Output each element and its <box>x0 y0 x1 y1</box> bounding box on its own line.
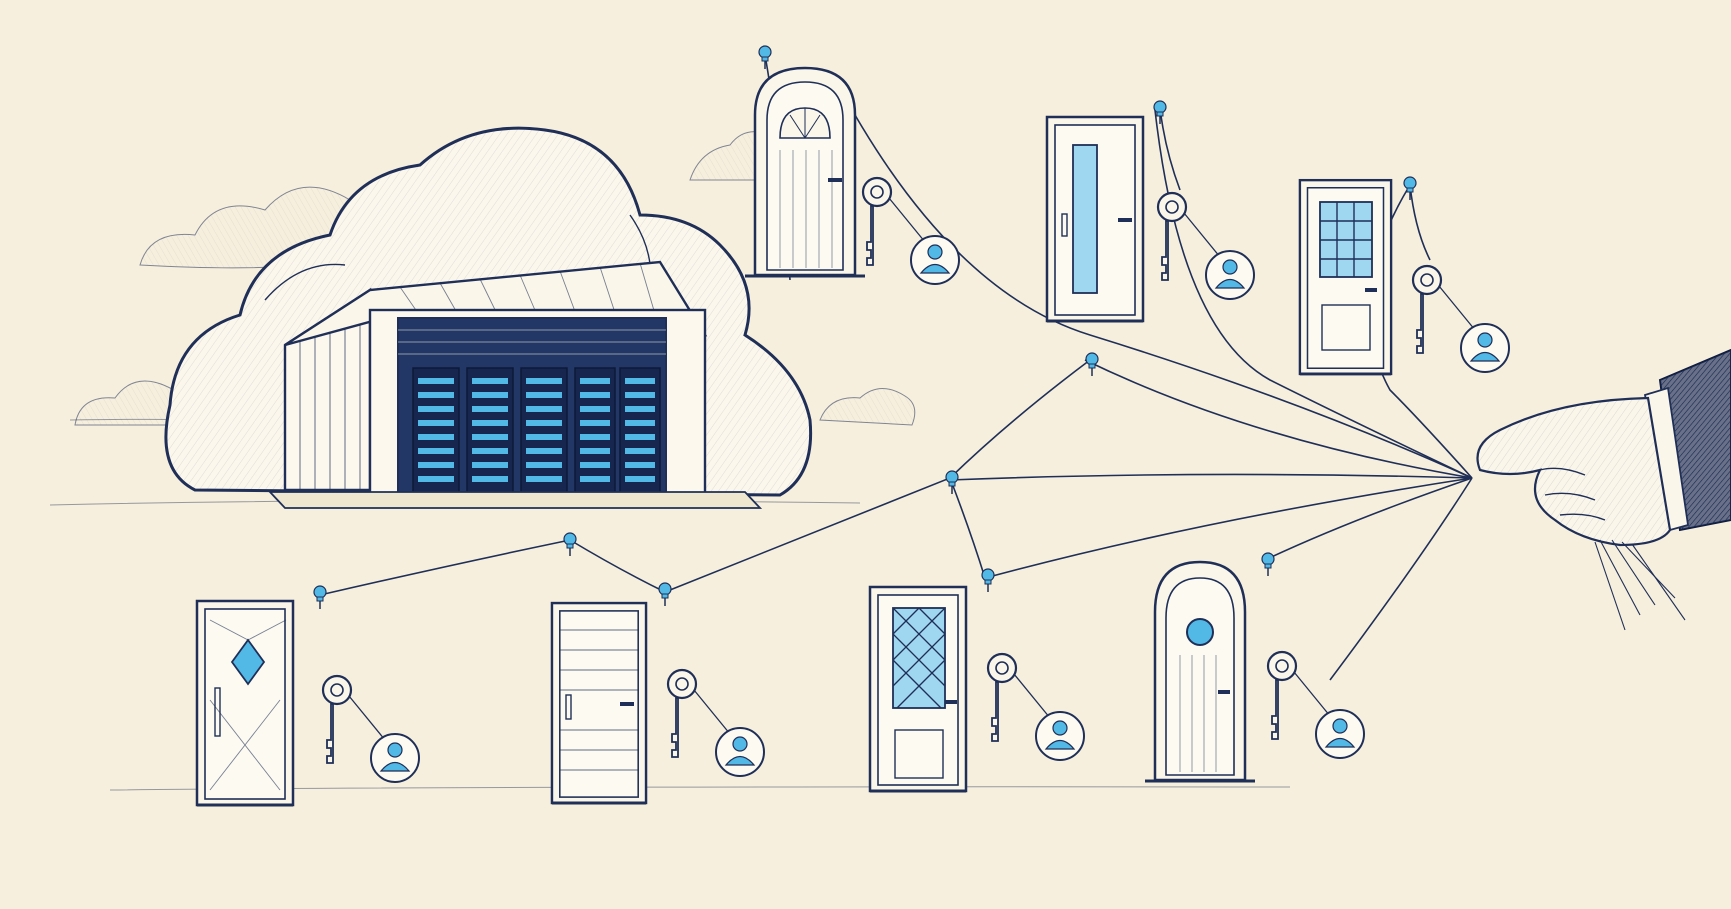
door-grid-window <box>1298 178 1393 376</box>
door-plank <box>550 601 648 805</box>
doors <box>195 66 1393 807</box>
door-porthole-window <box>1145 560 1255 783</box>
server-racks <box>412 367 661 494</box>
door-arched-window <box>745 66 865 278</box>
door-tall-glass-panel <box>1045 115 1145 323</box>
door-lattice-window <box>868 585 968 793</box>
door-diamond-window <box>195 599 295 807</box>
hand-icon <box>1476 348 1731 631</box>
warehouse-icon <box>267 260 763 509</box>
strings <box>319 54 1473 681</box>
